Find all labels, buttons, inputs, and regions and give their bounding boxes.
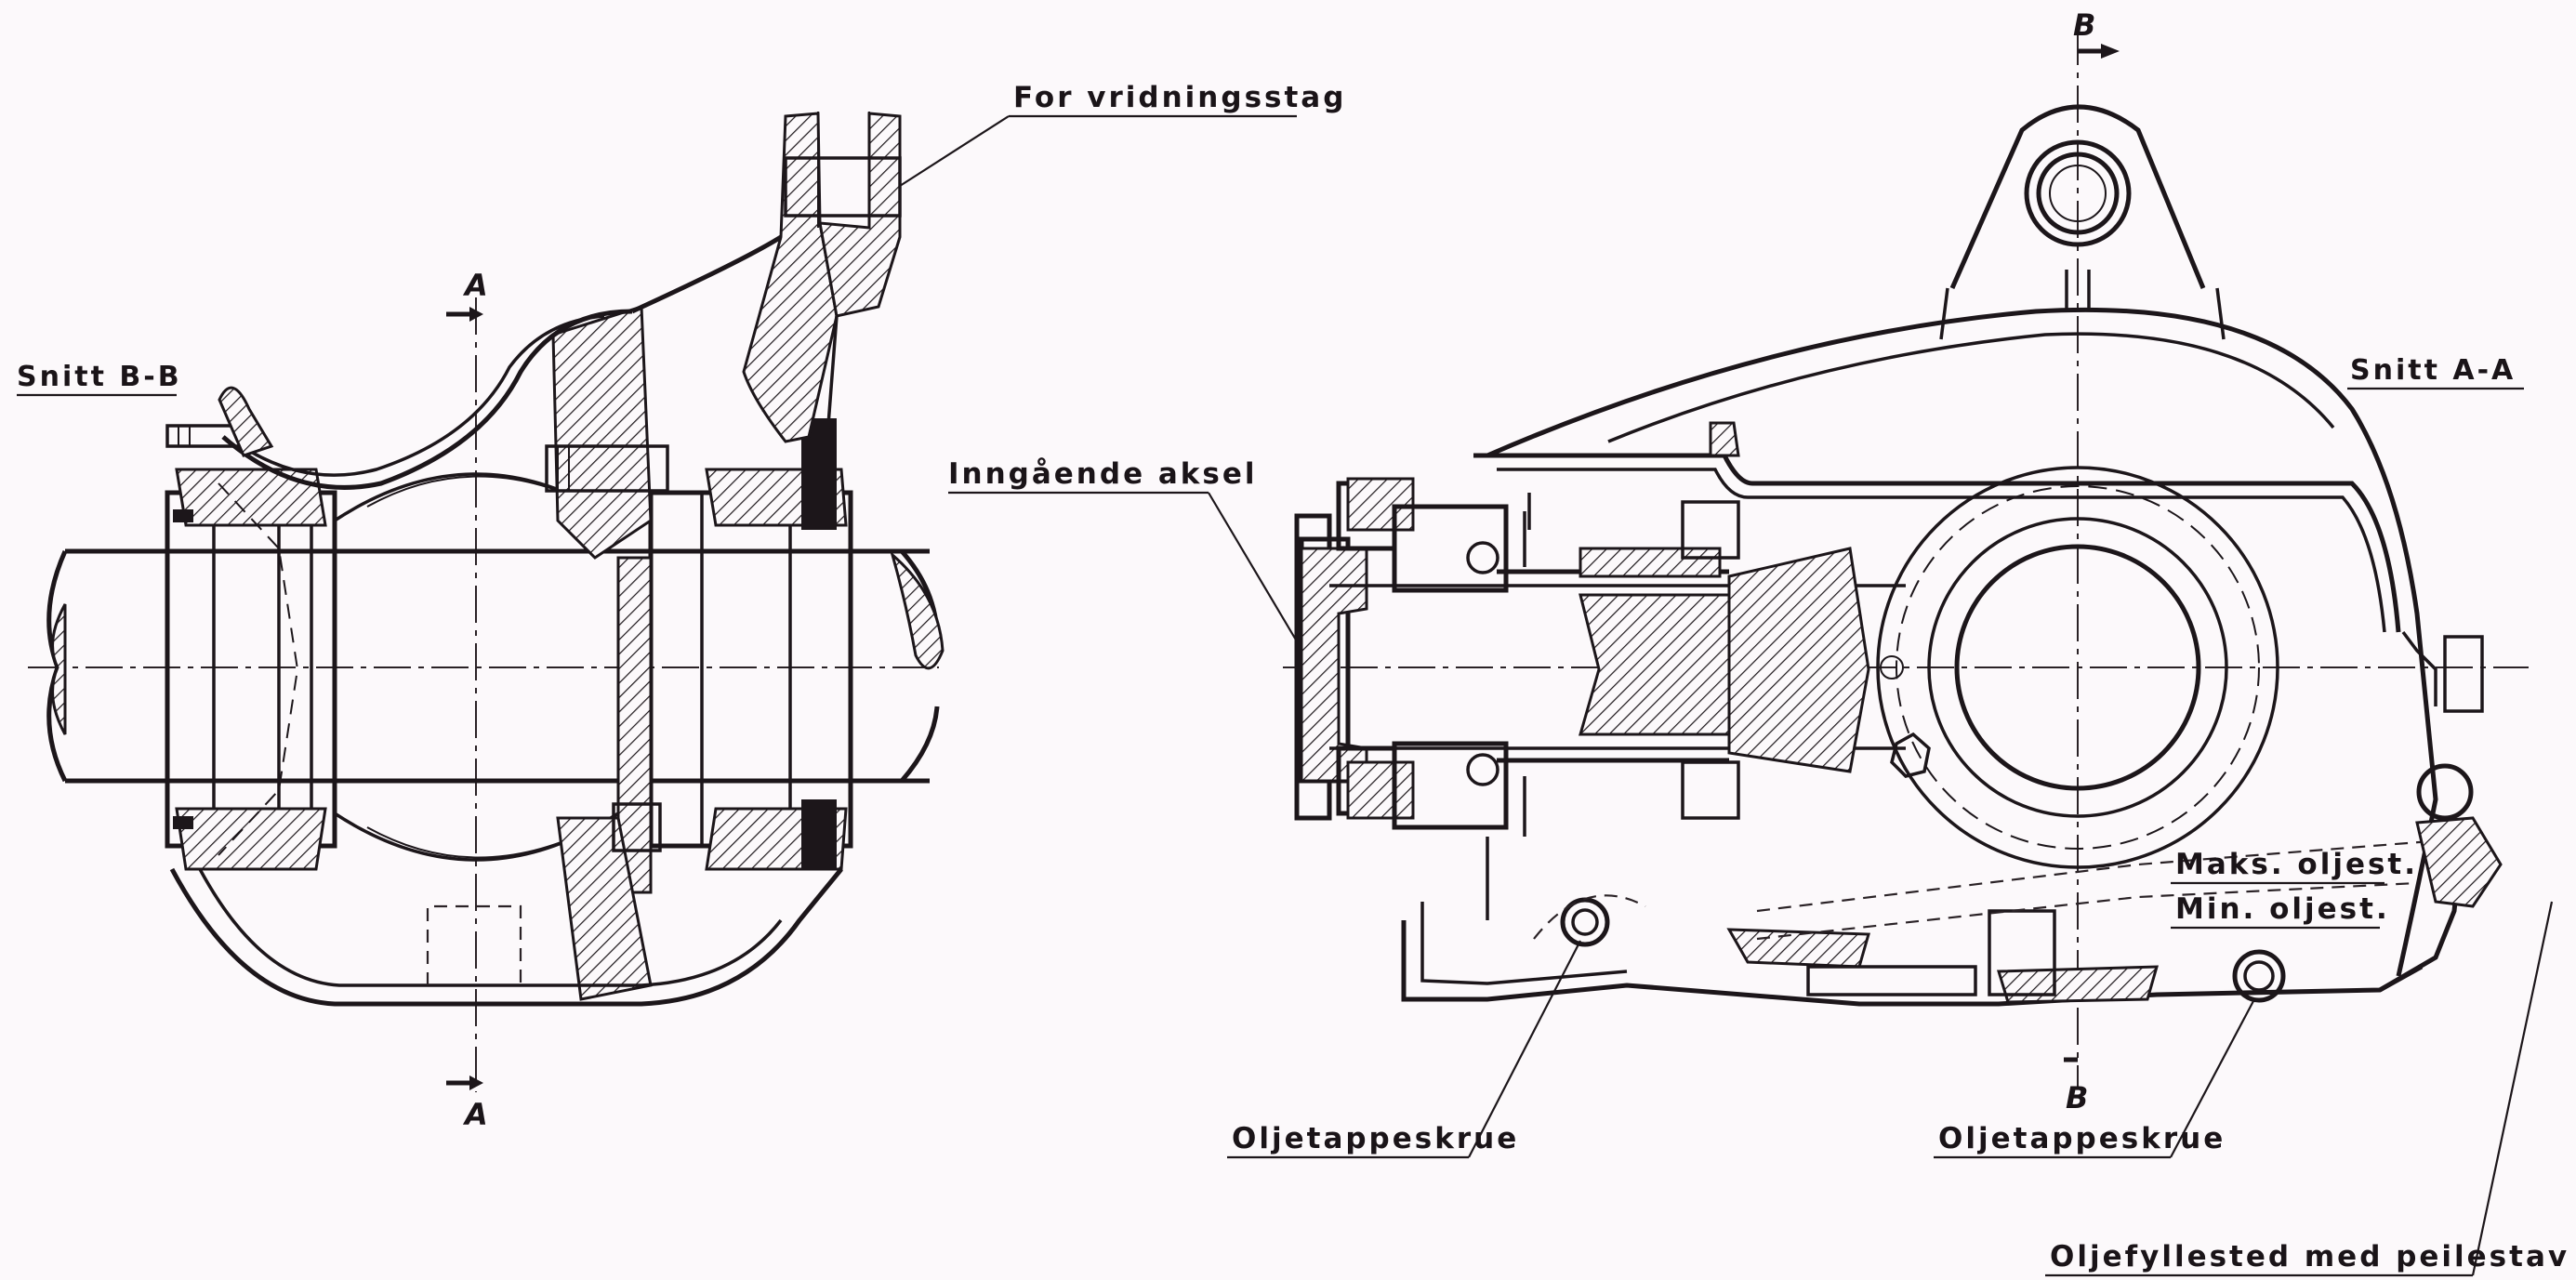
leader-input-shaft [1208,492,1298,642]
drain-plug-right [2232,949,2286,1003]
callout-drain-plug-left: Oljetappeskrue [1232,1122,1519,1155]
left-section-title: Snitt B-B [17,361,182,393]
lifting-lug [1939,104,2226,340]
input-shaft-assembly [1294,477,1931,920]
through-shaft [46,548,945,784]
callout-torque-arm: For vridningsstag [1013,81,1346,114]
max-oil-level-line [1756,839,2432,913]
drain-plug-left [1533,894,1646,947]
callout-input-shaft: Inngående aksel [948,457,1258,491]
label-min-oil-level: Min. oljest. [2175,892,2390,926]
torque-arm-lug [630,112,902,443]
left-housing [169,309,843,1007]
section-marker-b [2064,44,2120,1062]
callout-drain-plug-right: Oljetappeskrue [1938,1122,2226,1155]
right-bearing-assembly [616,418,853,894]
leader-torque-arm [899,115,1010,187]
section-mark-b-top: B [2073,7,2095,43]
callout-oil-filler: Oljefyllested med peilestav [2050,1240,2569,1273]
left-view: A A [28,112,1297,1132]
right-section-title: Snitt A-A [2350,354,2516,387]
label-max-oil-level: Maks. oljest. [2175,848,2418,881]
leader-drain-right [2170,998,2255,1158]
left-central-gear [334,304,669,1001]
section-marker-a [446,307,483,1090]
section-mark-a-bottom: A [462,1097,488,1132]
left-bearing-assembly [165,424,337,871]
right-view: B B [948,7,2554,1277]
leader-filler [2471,901,2554,1276]
worm-wheel [1876,466,2279,869]
leader-drain-left [1468,940,1581,1158]
section-mark-a-top: A [462,268,488,303]
section-mark-b-bottom: B [2066,1080,2088,1115]
oil-filler [2401,630,2503,908]
